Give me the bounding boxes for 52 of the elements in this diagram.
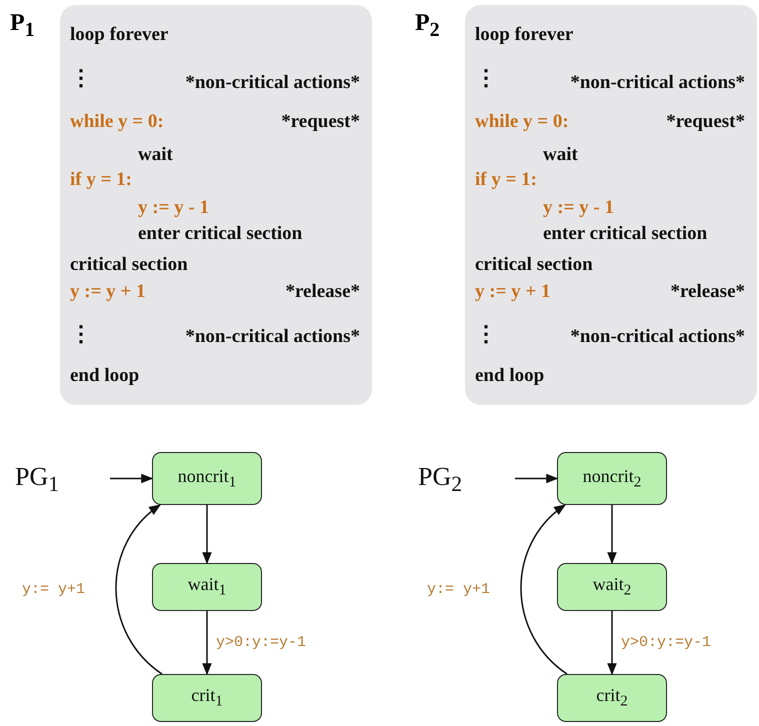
code-line: y := y + 1 — [70, 281, 146, 303]
process-heading: P$_{2}$ — [415, 9, 440, 43]
edge-label: y>0:y:=y-1 — [214, 634, 308, 652]
state-box: noncrit$_{2}$ — [557, 452, 667, 505]
code-line: end loop — [70, 365, 140, 387]
code-line: wait — [138, 144, 173, 166]
code-line: critical section — [70, 254, 188, 276]
state-box: crit$_{2}$ — [557, 674, 667, 722]
process-heading: P$_{1}$ — [10, 9, 35, 43]
arrow — [520, 504, 568, 675]
code-line: y := y - 1 — [543, 197, 614, 219]
ellipsis: ⋮ — [475, 65, 497, 91]
code-line: loop forever — [475, 24, 574, 46]
graph-label: PG$_{1}$ — [15, 462, 60, 498]
edge-label: y:= y+1 — [20, 581, 88, 599]
code-comment: *release* — [285, 281, 360, 303]
code-comment: *non-critical actions* — [570, 72, 745, 94]
state-box: wait$_{1}$ — [152, 563, 262, 611]
arrow — [202, 611, 212, 676]
ellipsis: ⋮ — [70, 321, 92, 347]
code-comment: *non-critical actions* — [185, 326, 360, 348]
arrow — [110, 474, 154, 484]
arrow — [202, 505, 212, 564]
code-comment: *non-critical actions* — [185, 72, 360, 94]
code-line: if y = 1: — [70, 169, 132, 191]
code-comment: *request* — [281, 111, 360, 133]
code-line: while y = 0: — [70, 111, 164, 133]
graph-label: PG$_{2}$ — [418, 462, 462, 498]
code-line: y := y - 1 — [138, 197, 209, 219]
state-box: noncrit$_{1}$ — [152, 452, 262, 505]
code-line: if y = 1: — [475, 169, 538, 191]
arrow — [515, 474, 558, 484]
code-line: y := y + 1 — [475, 281, 550, 303]
code-line: wait — [543, 144, 578, 166]
arrow — [115, 504, 162, 675]
code-comment: *non-critical actions* — [570, 326, 745, 348]
state-box: crit$_{1}$ — [152, 674, 262, 722]
code-comment: *release* — [670, 281, 745, 303]
edge-label: y:= y+1 — [425, 581, 492, 599]
state-box: wait$_{2}$ — [557, 563, 667, 611]
ellipsis: ⋮ — [475, 321, 497, 347]
ellipsis: ⋮ — [70, 65, 92, 91]
arrow — [607, 505, 617, 564]
code-line: while y = 0: — [475, 111, 569, 133]
code-line: enter critical section — [543, 223, 708, 245]
code-line: end loop — [475, 365, 544, 387]
code-line: enter critical section — [138, 223, 302, 245]
arrow — [607, 611, 617, 676]
code-line: loop forever — [70, 24, 168, 46]
code-comment: *request* — [666, 111, 745, 133]
edge-label: y>0:y:=y-1 — [619, 634, 714, 652]
code-line: critical section — [475, 254, 593, 276]
